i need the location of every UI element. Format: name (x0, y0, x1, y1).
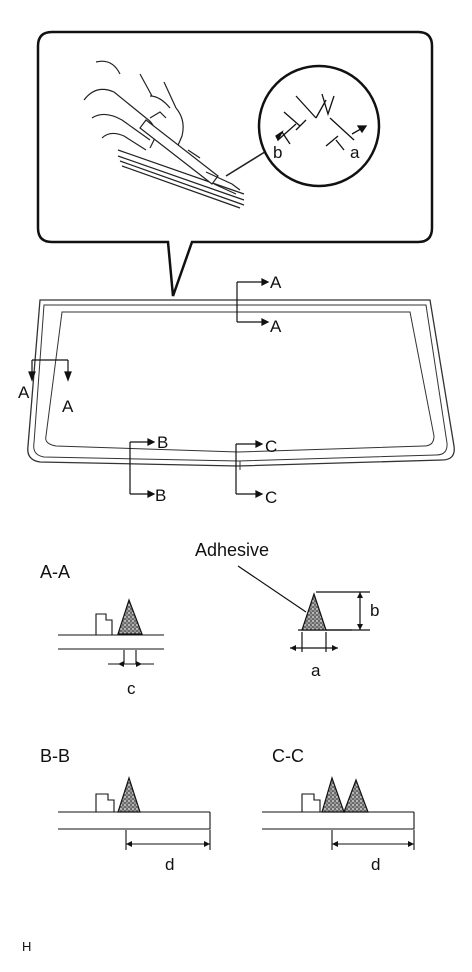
adhesive-bead-detail (301, 592, 327, 631)
section-marker-labels: A A A A B B C C (18, 273, 282, 507)
adhesive-bead-aa (117, 598, 143, 635)
adhesive-bead-cc-1 (321, 776, 345, 813)
magnified-bead-detail: b a (257, 64, 381, 188)
figure-code: H (22, 939, 31, 954)
dimension-d-label-bb: d (165, 855, 174, 874)
adhesive-detail: Adhesive a b (195, 540, 379, 680)
dimension-a-label: a (311, 661, 321, 680)
marker-left-a-1: A (18, 383, 30, 402)
section-aa-title: A-A (40, 562, 70, 582)
adhesive-bead-bb (117, 776, 141, 813)
marker-left-a-2: A (62, 397, 74, 416)
marker-top-a-lower: A (270, 317, 282, 336)
section-bb-title: B-B (40, 746, 70, 766)
marker-b-upper: B (157, 433, 168, 452)
adhesive-bead-cc-2 (343, 778, 369, 813)
section-aa: A-A c (40, 562, 164, 698)
section-markers (28, 278, 270, 498)
section-bb: B-B d (40, 746, 211, 874)
marker-top-a-upper: A (270, 273, 282, 292)
dimension-d-label-cc: d (371, 855, 380, 874)
hand-cutting-tool-illustration (83, 60, 269, 209)
callout-label-b: b (273, 143, 282, 162)
adhesive-label: Adhesive (195, 540, 269, 560)
dimension-b-label: b (370, 601, 379, 620)
callout-label-a: a (350, 143, 360, 162)
marker-c-lower: C (265, 488, 277, 507)
marker-b-lower: B (155, 486, 166, 505)
dimension-c-label: c (127, 679, 136, 698)
windshield-glass (27, 299, 455, 470)
section-cc: C-C d (262, 746, 415, 874)
section-cc-title: C-C (272, 746, 304, 766)
callout-box (36, 30, 434, 297)
marker-c-upper: C (265, 437, 277, 456)
